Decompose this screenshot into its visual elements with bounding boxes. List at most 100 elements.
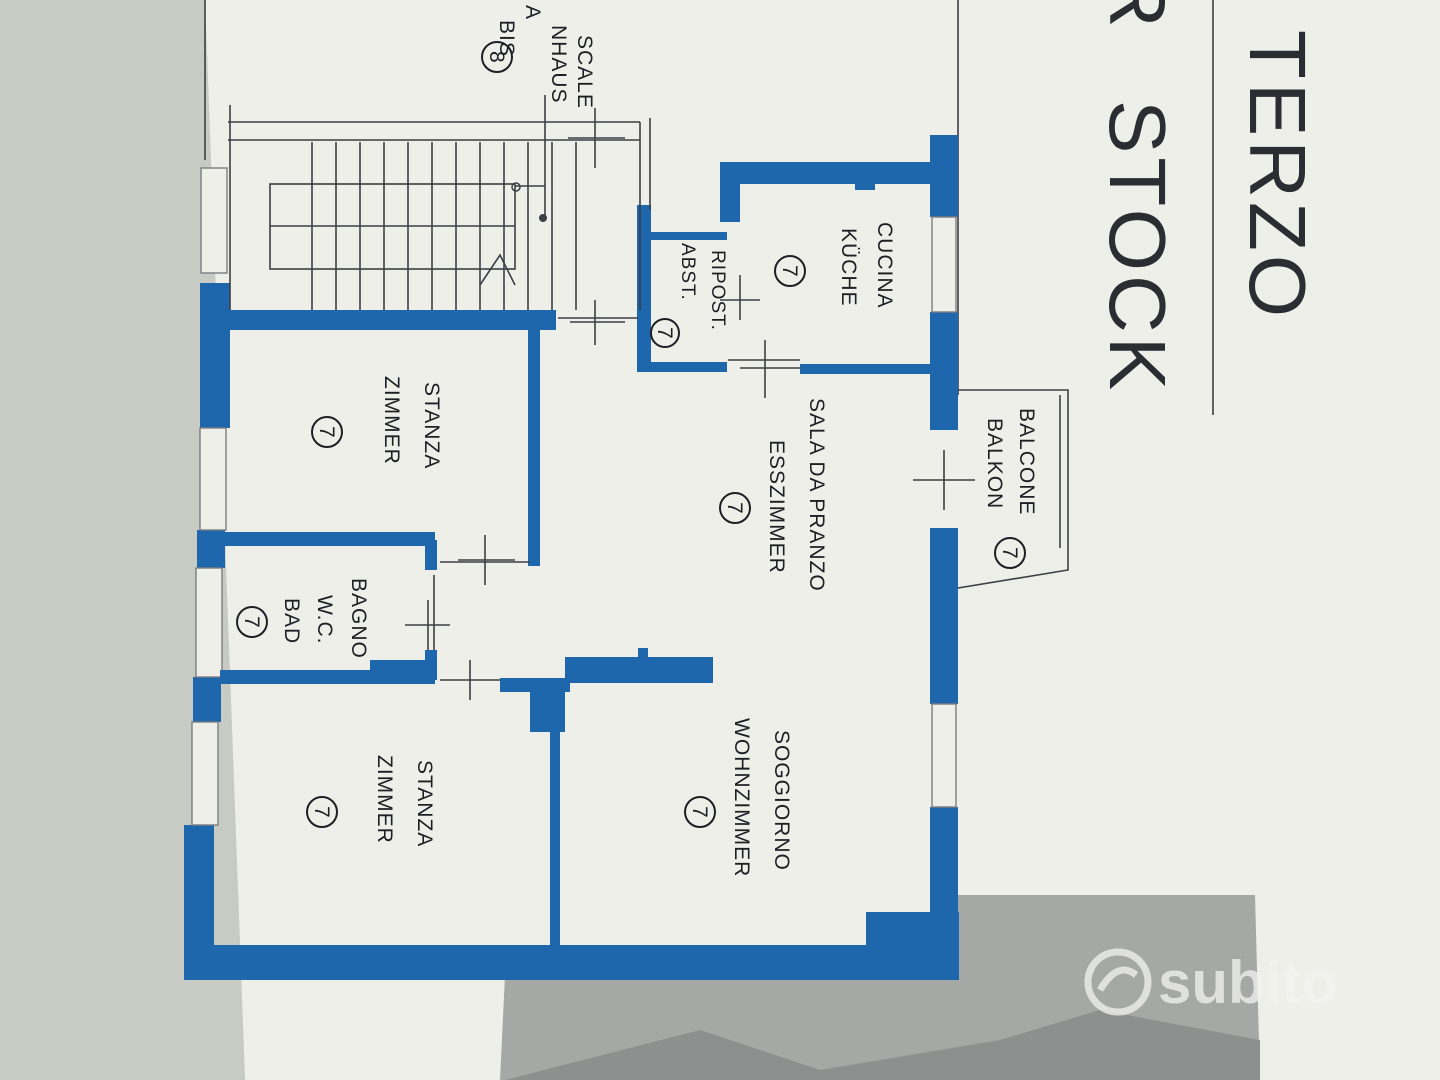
soggiorno-it: SOGGIORNO xyxy=(770,730,793,871)
window-left-bagno xyxy=(195,567,223,678)
wall-stanza2-right xyxy=(550,690,560,945)
wall-bagno-right-top xyxy=(425,540,437,570)
balcone-de: BALKON xyxy=(983,418,1006,509)
label-stanza1: STANZA xyxy=(420,382,443,469)
sala-number: 7 xyxy=(723,502,746,514)
title-group: TERZO xyxy=(1233,30,1322,321)
label-bagno-de: BAD xyxy=(280,598,303,644)
stairs-number-group: 8 xyxy=(485,51,508,63)
wall-stanza2-top xyxy=(500,678,570,692)
title-floor-de: STOCK xyxy=(1093,100,1182,394)
balcone-it: BALCONE xyxy=(1015,408,1038,515)
label-cucina: CUCINA xyxy=(873,222,896,309)
watermark-logo-icon xyxy=(1084,948,1152,1016)
window-left-stairs xyxy=(200,167,228,274)
window-right-cucina xyxy=(931,216,957,313)
stanza1-number-group: 7 xyxy=(315,426,338,438)
stanza2-de: ZIMMER xyxy=(373,755,396,844)
label-stairs: SCALE xyxy=(573,35,596,109)
soggiorno-number: 7 xyxy=(688,806,711,818)
label-stanza2: STANZA xyxy=(413,760,436,847)
ripost-number-group: 7 xyxy=(653,327,676,339)
label-sala: SALA DA PRANZO xyxy=(805,398,828,592)
paper-sheet xyxy=(205,0,1440,1080)
label-stanza1-de: ZIMMER xyxy=(380,376,403,465)
wall-ripost-bottom xyxy=(637,362,727,372)
window-left-stanza2 xyxy=(191,721,219,826)
stanza2-number-group: 7 xyxy=(310,806,333,818)
balcony-outline xyxy=(957,389,1069,589)
label-sala-de: ESSZIMMER xyxy=(765,440,788,574)
bagno-it: BAGNO xyxy=(347,578,370,659)
watermark: subito xyxy=(1084,948,1338,1016)
ripost-it: RIPOST. xyxy=(707,250,728,331)
label-stairs-4: BIS xyxy=(495,20,518,57)
cucina-number-group: 7 xyxy=(778,265,801,277)
stanza1-it: STANZA xyxy=(420,382,443,469)
sala-number-group: 7 xyxy=(723,502,746,514)
window-right-soggiorno xyxy=(931,703,957,808)
stairs-number: 8 xyxy=(485,51,508,63)
ripost-number: 7 xyxy=(653,327,676,339)
soggiorno-number-group: 7 xyxy=(688,806,711,818)
wall-right-3 xyxy=(930,528,958,704)
title-cut-group-de: R xyxy=(1093,0,1182,32)
grey-block-mountain xyxy=(505,1010,1260,1080)
door-marks xyxy=(405,108,975,700)
label-stairs-3: A xyxy=(521,5,544,20)
label-soggiorno-de: WOHNZIMMER xyxy=(730,718,753,877)
wall-stairs-bottom xyxy=(218,310,556,330)
label-soggiorno: SOGGIORNO xyxy=(770,730,793,871)
label-bagno: BAGNO xyxy=(347,578,370,659)
label-cucina-de: KÜCHE xyxy=(837,228,860,307)
label-stanza2-de: ZIMMER xyxy=(373,755,396,844)
wall-left-3 xyxy=(193,677,221,722)
wall-bottom xyxy=(184,945,959,980)
balcone-number-group: 7 xyxy=(998,547,1021,559)
ripost-de: ABST. xyxy=(677,243,698,301)
label-balcone-de: BALKON xyxy=(983,418,1006,509)
window-left-stanza1 xyxy=(199,427,227,531)
label-ripost-de: ABST. xyxy=(677,243,698,301)
cucina-it: CUCINA xyxy=(873,222,896,309)
stairs-line1: SCALE xyxy=(573,35,596,109)
label-stairs-2: NHAUS xyxy=(547,25,570,104)
stairs-line2: NHAUS xyxy=(547,25,570,104)
cucina-de: KÜCHE xyxy=(837,228,860,307)
wall-kitchen-topleft xyxy=(720,162,740,222)
wall-soggiorno-stub xyxy=(638,648,648,668)
stairs-line3: A xyxy=(521,5,544,20)
wall-kitchen-notch xyxy=(855,172,875,190)
balcone-number: 7 xyxy=(998,547,1021,559)
bagno-mid: W.C. xyxy=(313,595,336,645)
wall-kitchen-top xyxy=(720,162,950,184)
label-ripost: RIPOST. xyxy=(707,250,728,331)
bagno-number-group: 7 xyxy=(240,616,263,628)
label-balcone: BALCONE xyxy=(1015,408,1038,515)
wall-ripost-top xyxy=(637,232,727,240)
wall-left-1 xyxy=(200,283,230,428)
title-floor-it: TERZO xyxy=(1233,30,1322,321)
wall-right-4 xyxy=(930,807,958,947)
stairs-arrow xyxy=(479,253,516,286)
watermark-text: subito xyxy=(1158,949,1338,1016)
stanza2-it: STANZA xyxy=(413,760,436,847)
stair-steps xyxy=(311,142,577,310)
wall-stanza1-bottom xyxy=(220,532,435,546)
stanza1-de: ZIMMER xyxy=(380,376,403,465)
wall-stanza1-right xyxy=(528,330,540,566)
sala-it: SALA DA PRANZO xyxy=(805,398,828,592)
cucina-number: 7 xyxy=(778,265,801,277)
stairs-line4: BIS xyxy=(495,20,518,57)
sala-de: ESSZIMMER xyxy=(765,440,788,574)
stanza2-number: 7 xyxy=(310,806,333,818)
soggiorno-de: WOHNZIMMER xyxy=(730,718,753,877)
title-group-de: STOCK xyxy=(1093,100,1182,394)
wall-bagno-block xyxy=(370,660,430,684)
title-floor-de-cut: R xyxy=(1093,0,1182,32)
stanza1-number: 7 xyxy=(315,426,338,438)
label-bagno-mid: W.C. xyxy=(313,595,336,645)
wall-kitchen-bottom xyxy=(800,364,950,374)
